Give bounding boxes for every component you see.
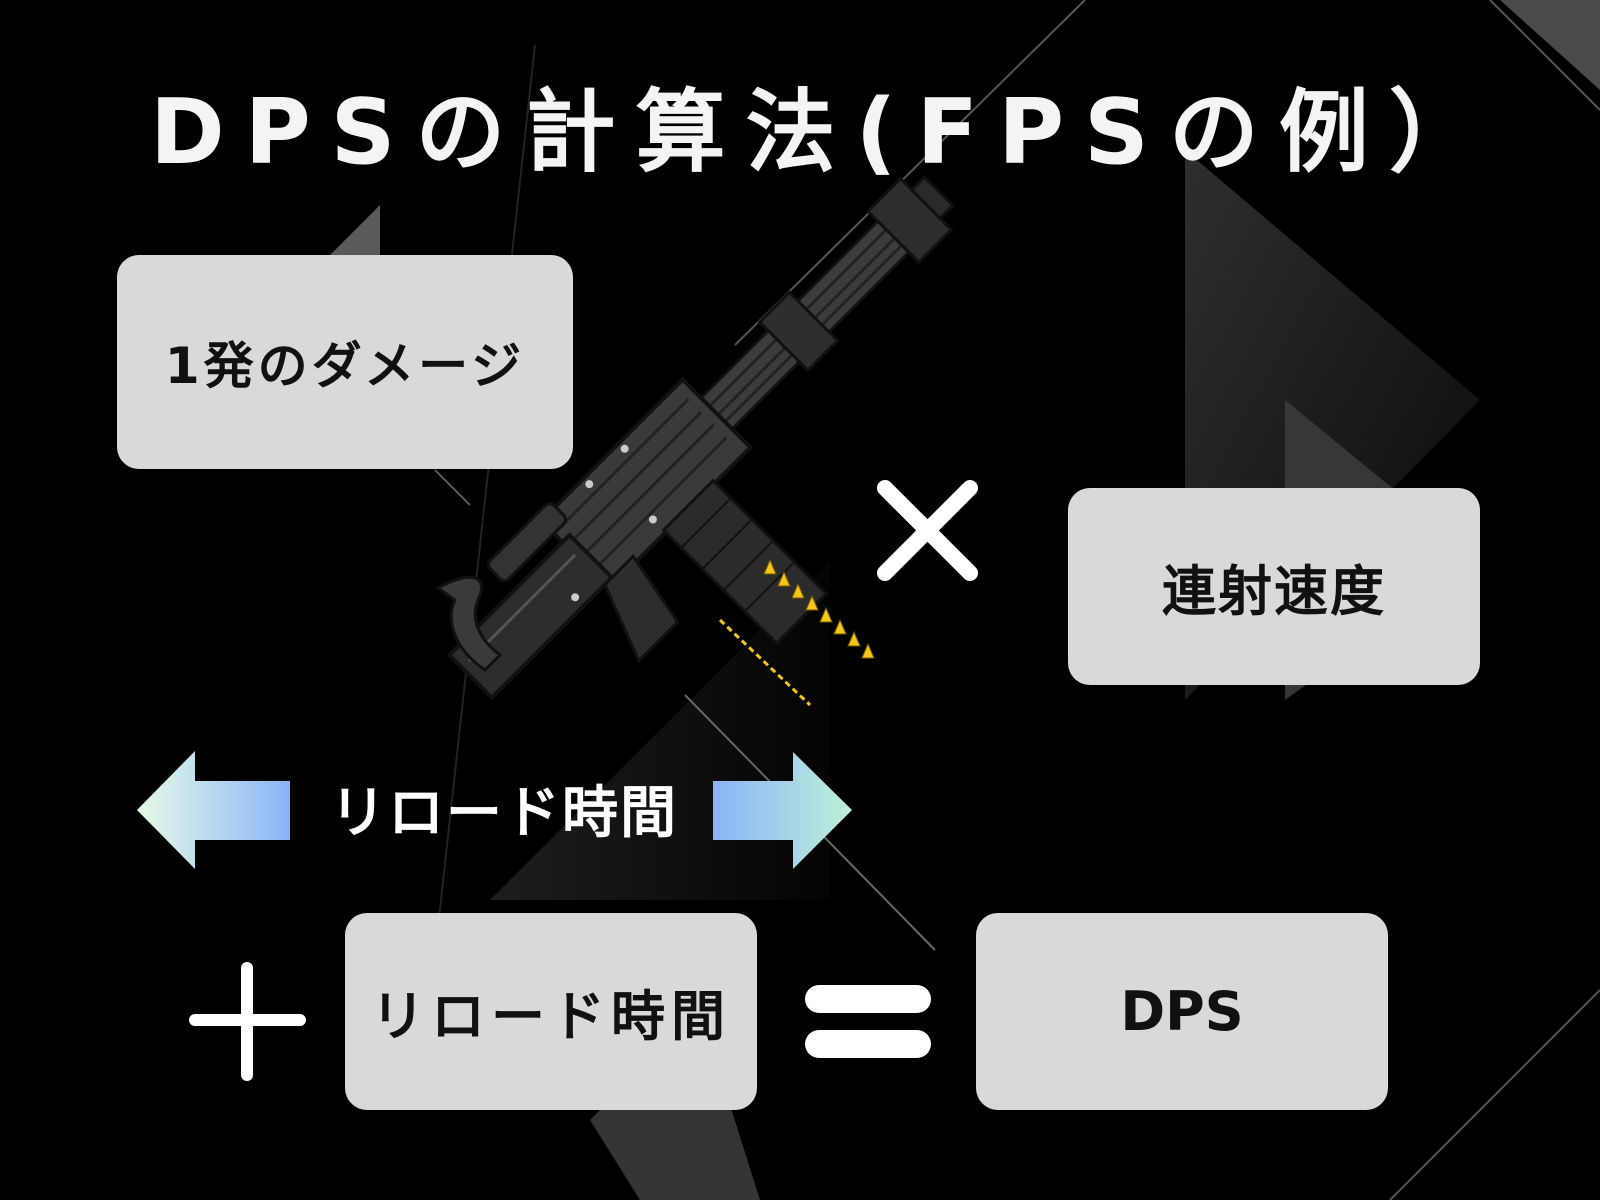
- reload-time-box: リロード時間: [345, 913, 757, 1110]
- reload-time-label: リロード時間: [330, 781, 678, 846]
- page-title: DPSの計算法(FPSの例）: [150, 80, 1499, 185]
- dps-result-label: DPS: [1120, 980, 1244, 1043]
- damage-per-shot-label: 1発のダメージ: [164, 337, 526, 395]
- fire-rate-box: 連射速度: [1068, 488, 1480, 685]
- damage-per-shot-box: 1発のダメージ: [117, 255, 573, 469]
- fire-rate-label: 連射速度: [1162, 560, 1386, 623]
- reload-time-box-label: リロード時間: [371, 985, 731, 1048]
- dps-result-box: DPS: [976, 913, 1388, 1110]
